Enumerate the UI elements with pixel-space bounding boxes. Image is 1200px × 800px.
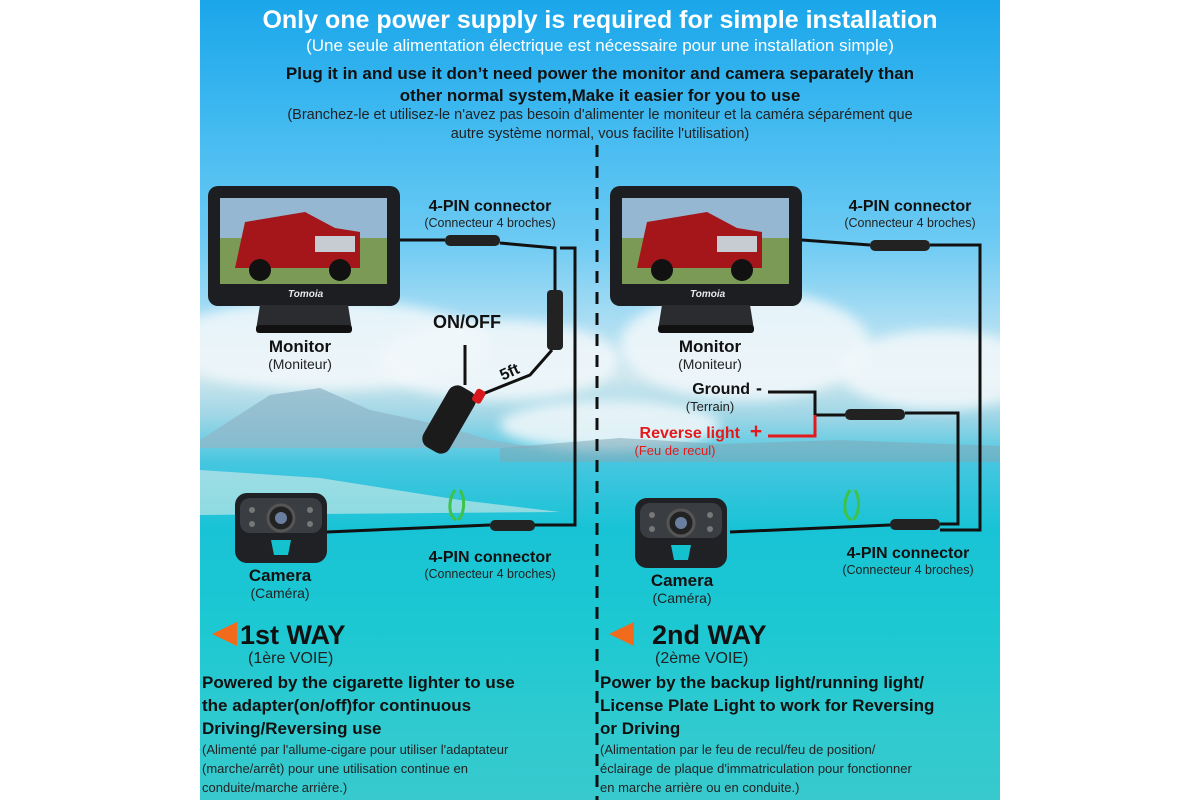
right-desc-line2: License Plate Light to work for Reversin… [600,696,935,715]
right-desc-line3: or Driving [600,719,681,738]
left-way-title-fr: (1ère VOIE) [248,650,334,667]
left-connector-bottom [490,520,535,531]
right-connector-top-label-fr: (Connecteur 4 broches) [844,216,976,230]
right-ground-wire [768,390,845,417]
right-desc-fr-line1: (Alimentation par le feu de recul/feu de… [600,742,876,757]
right-way-title: 2nd WAY [652,620,767,650]
right-monitor-label: Monitor [678,337,742,356]
right-camera-label-fr: (Caméra) [652,590,712,606]
right-connector-top-label: 4-PIN connector [848,198,972,215]
left-connector-bottom-label: 4-PIN connector [428,549,552,566]
left-way-title: 1st WAY [240,620,346,650]
left-camera-label-fr: (Caméra) [250,585,310,601]
left-camera-graphic [235,493,327,563]
right-connector-top [870,240,930,251]
right-camera-label: Camera [650,571,714,590]
cigarette-lighter-plug [422,345,486,454]
left-desc-line1: Powered by the cigarette lighter to use [202,673,515,692]
left-desc-line3: Driving/Reversing use [202,719,382,738]
left-wire-right [530,246,577,527]
right-wire-top [801,238,982,532]
left-wire-camera [326,523,491,534]
right-wire-camera [729,523,891,534]
left-connector-top [445,235,500,246]
right-way-title-fr: (2ème VOIE) [655,650,749,667]
right-power-wire [905,411,960,526]
left-green-wire [448,489,466,522]
subtitle-fr-line2: autre système normal, vous facilite l'ut… [450,126,750,142]
right-monitor-brand: Tomoia [690,289,726,300]
right-arrow-icon [609,622,634,646]
right-reverse-wire [768,415,817,438]
right-connector-bottom-label-fr: (Connecteur 4 broches) [842,563,974,577]
right-power-connector [845,409,905,420]
left-monitor-graphic [208,186,400,333]
left-desc-fr-line2: (marche/arrêt) pour une utilisation cont… [202,761,468,776]
reverse-light-sign: + [749,420,763,443]
wiring-diagram: Tomoia [208,145,982,800]
infographic: Tomoia [200,0,1000,800]
right-monitor-graphic [610,186,802,333]
right-monitor-label-fr: (Moniteur) [678,356,742,372]
left-wire-top [400,238,557,290]
onoff-label: ON/OFF [433,312,501,332]
subtitle-line1: Plug it in and use it don’t need power t… [285,64,915,83]
ground-sign: - [756,378,762,398]
left-connector-bottom-label-fr: (Connecteur 4 broches) [424,567,556,581]
left-monitor-label-fr: (Moniteur) [268,356,332,372]
reverse-light-label: Reverse light [639,425,740,442]
right-desc-fr-line3: en marche arrière ou en conduite.) [600,780,800,795]
page-title: Only one power supply is required for si… [262,6,938,34]
right-camera-graphic [635,498,727,568]
left-connector-top-label: 4-PIN connector [428,198,552,215]
right-connector-bottom-label: 4-PIN connector [846,545,970,562]
left-desc-fr-line3: conduite/marche arrière.) [202,780,348,795]
left-junction [547,290,563,350]
ground-label: Ground [692,381,750,398]
left-desc-fr-line1: (Alimenté par l'allume-cigare pour utili… [202,742,509,757]
cloud [840,330,1000,410]
page-title-fr: (Une seule alimentation électrique est n… [306,36,894,55]
right-connector-bottom [890,519,940,530]
right-desc-line1: Power by the backup light/running light/ [600,673,924,692]
reverse-light-label-fr: (Feu de recul) [634,443,716,458]
right-green-wire [843,489,861,522]
ground-label-fr: (Terrain) [685,399,735,414]
left-arrow-icon [212,622,237,646]
left-connector-top-label-fr: (Connecteur 4 broches) [424,216,556,230]
left-camera-label: Camera [248,566,312,585]
left-monitor-label: Monitor [268,337,332,356]
subtitle-line2: other normal system,Make it easier for y… [399,86,801,105]
left-monitor-brand: Tomoia [288,289,324,300]
subtitle-fr-line1: (Branchez-le et utilisez-le n'avez pas b… [287,107,913,123]
left-desc-line2: the adapter(on/off)for continuous [202,696,472,715]
right-desc-fr-line2: éclairage de plaque d'immatriculation po… [600,761,912,776]
